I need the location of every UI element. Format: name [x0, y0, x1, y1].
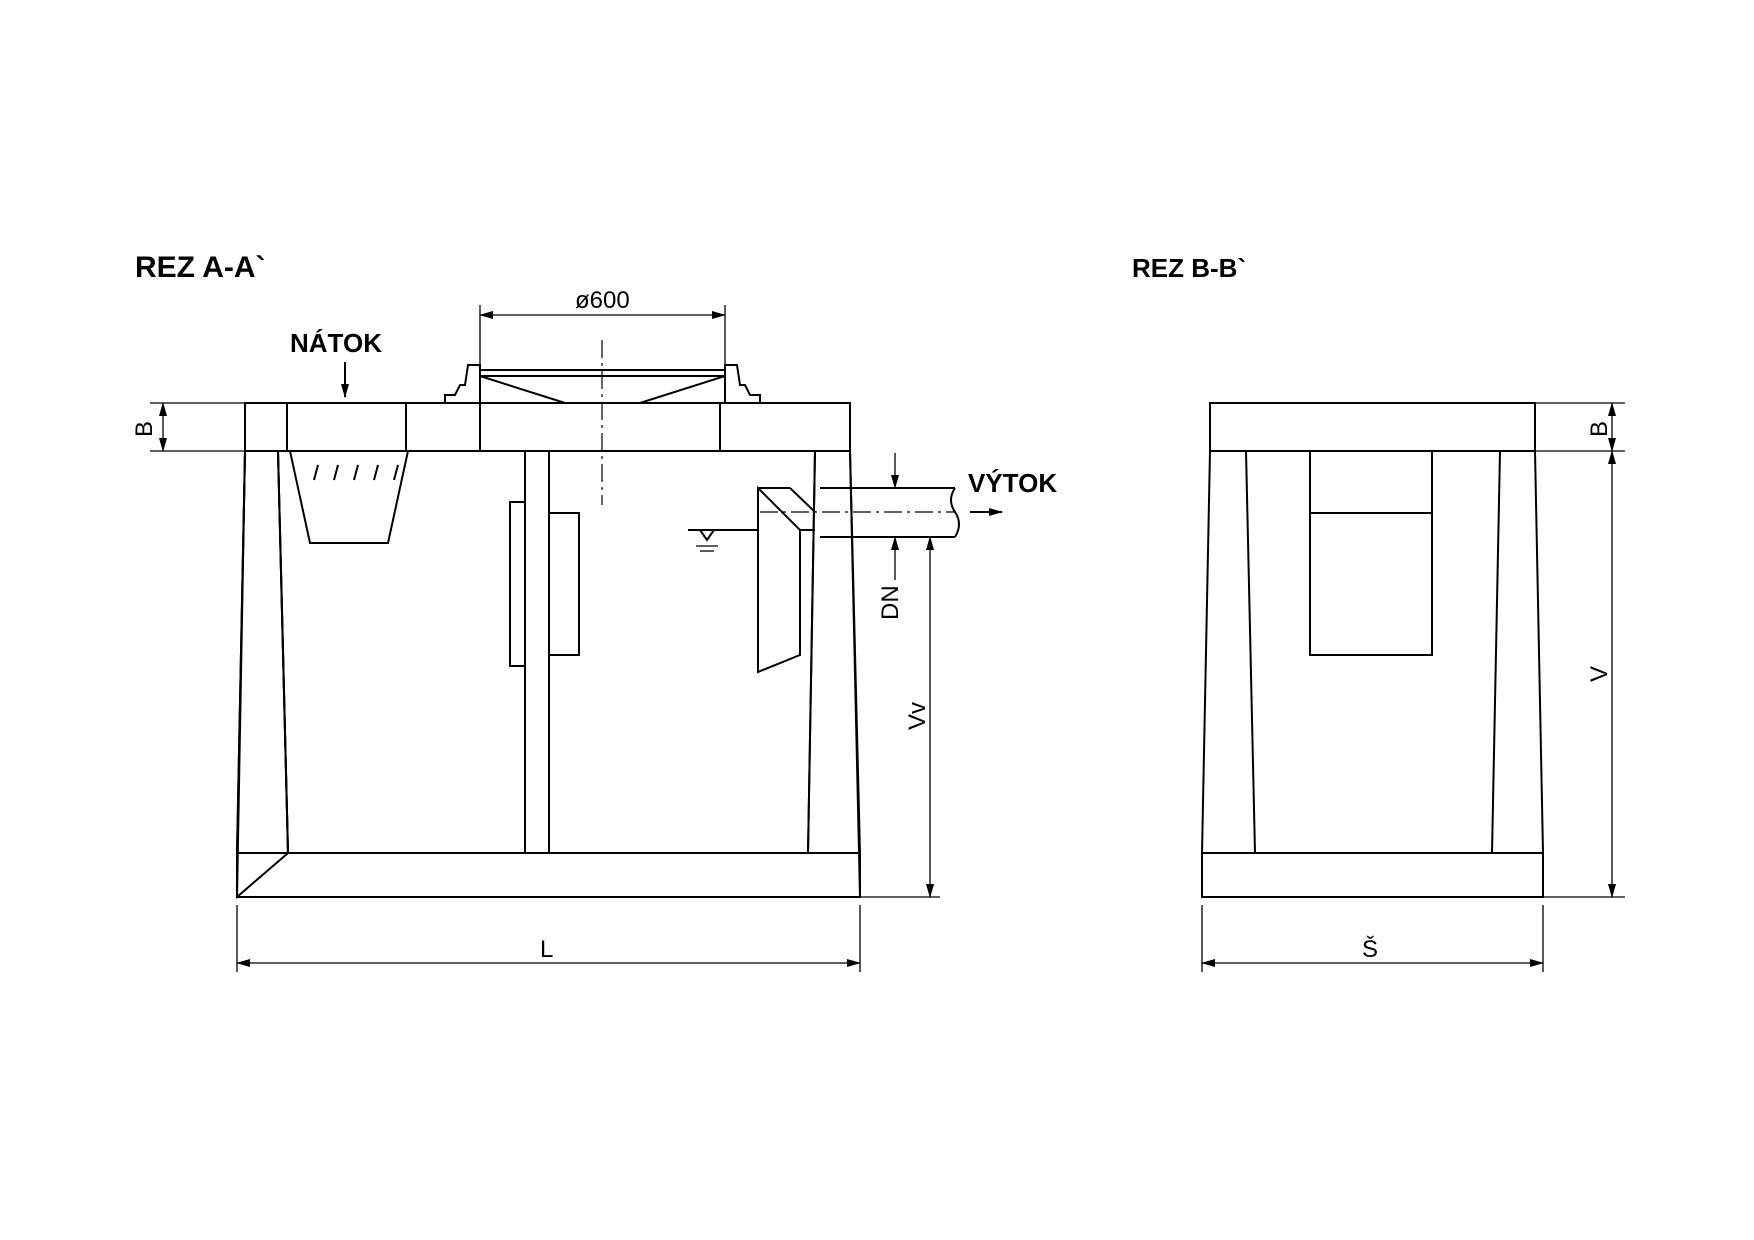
dim-v-label: V	[1586, 666, 1613, 682]
dim-b-aa-label: B	[131, 421, 158, 437]
partition-wall	[524, 450, 550, 854]
top-slab-bb	[1209, 402, 1536, 452]
bottom-slab-bb	[1201, 852, 1544, 898]
coalescence-filter-bb	[1309, 512, 1433, 656]
manhole-cover	[444, 340, 761, 505]
dim-dn: DN	[877, 453, 904, 620]
tank-walls-aa	[235, 450, 862, 900]
filter-frame	[509, 501, 526, 667]
section-aa: REZ A-A`	[131, 251, 1057, 972]
inlet-hopper	[288, 450, 410, 544]
right-wall-bb	[1490, 450, 1545, 854]
dim-b-aa: B	[131, 402, 245, 452]
bottom-slab	[236, 852, 861, 898]
section-bb: REZ B-B` B V Š	[1132, 253, 1625, 972]
section-aa-title: REZ A-A`	[135, 251, 266, 284]
dim-manhole-label: ø600	[575, 287, 630, 314]
top-slab-aa	[244, 402, 851, 452]
coalescence-filter	[548, 512, 580, 656]
dim-s-label: Š	[1362, 935, 1378, 963]
dim-manhole: ø600	[479, 287, 726, 365]
dim-l-label: L	[540, 936, 553, 963]
dim-v: V	[1543, 450, 1625, 898]
outlet-assembly	[688, 485, 960, 674]
dim-vv-label: Vv	[904, 702, 931, 730]
dim-s: Š	[1201, 905, 1544, 972]
section-bb-title: REZ B-B`	[1132, 253, 1246, 283]
dim-dn-label: DN	[877, 585, 904, 620]
outlet-label: VÝTOK	[968, 468, 1057, 498]
dim-b-bb-label: B	[1586, 421, 1613, 437]
inlet-slots	[313, 464, 399, 481]
inlet-label: NÁTOK	[290, 328, 382, 358]
dim-l: L	[236, 905, 861, 972]
dim-b-bb: B	[1535, 402, 1625, 452]
left-wall-bb	[1200, 450, 1257, 854]
dim-vv: Vv	[860, 536, 940, 898]
